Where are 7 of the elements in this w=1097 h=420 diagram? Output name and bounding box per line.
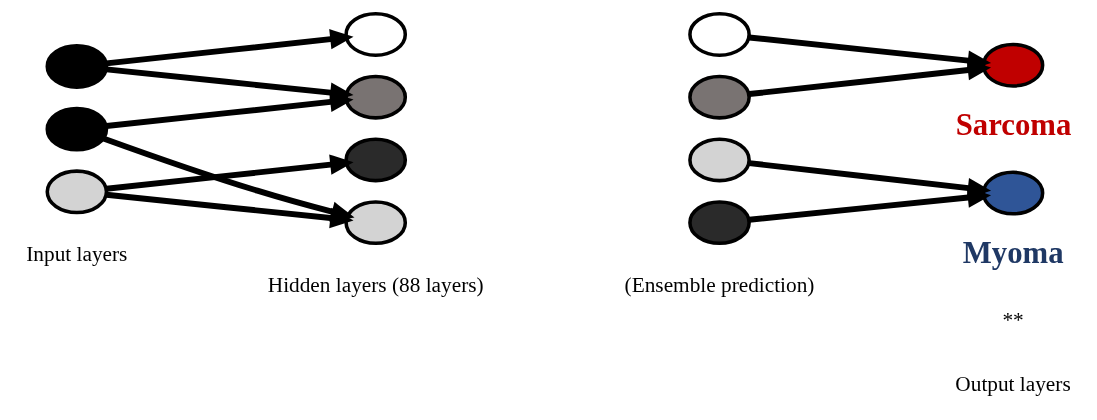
label: Hidden layers (88 layers) <box>267 272 484 297</box>
node-label: Sarcoma <box>955 107 1072 142</box>
label: Input layers <box>26 241 128 266</box>
label: ** <box>1002 307 1024 332</box>
label: Output layers <box>955 371 1071 396</box>
label: (Ensemble prediction) <box>624 272 815 297</box>
node-label: Myoma <box>962 235 1064 270</box>
